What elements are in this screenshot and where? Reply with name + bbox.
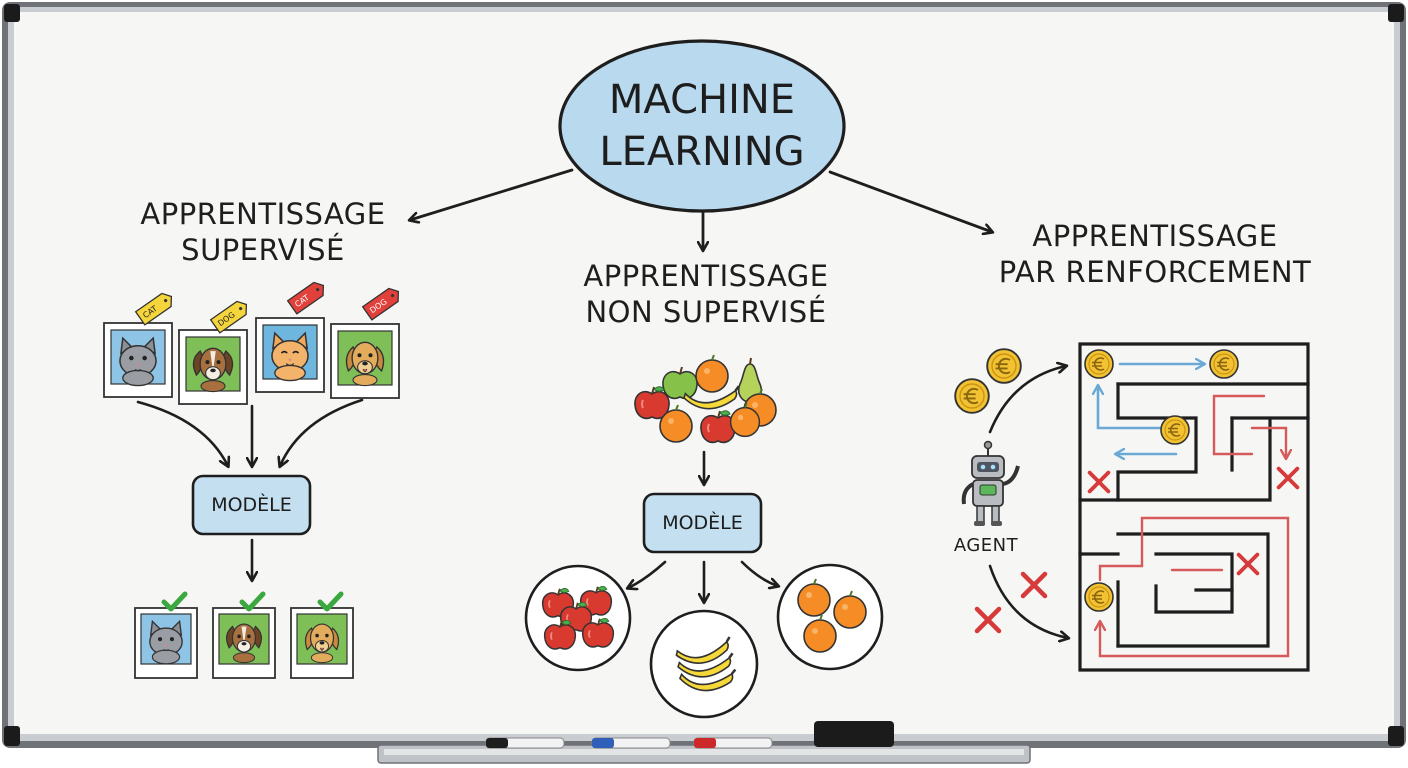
- agent-label: AGENT: [953, 535, 1019, 556]
- title-bubble: [558, 39, 846, 213]
- cluster-oranges: [776, 563, 884, 671]
- cat-photo-icon: [103, 322, 173, 398]
- tag-dog: DOG: [361, 287, 400, 321]
- euro-coin-icon: [1084, 582, 1114, 612]
- eraser[interactable]: [814, 721, 894, 747]
- page-title: MACHINE LEARNING: [560, 74, 844, 178]
- cluster-bananas: [649, 609, 759, 719]
- main-arrows: [410, 168, 992, 250]
- tag-cat: CAT: [134, 292, 173, 326]
- cat-photo-icon: [134, 594, 198, 679]
- supervised-model-label: MODÈLE: [211, 494, 292, 516]
- supervised-heading: APPRENTISSAGE SUPERVISÉ: [140, 197, 386, 268]
- unsupervised-model-label: MODÈLE: [662, 512, 743, 534]
- supervised-model-box: [191, 474, 312, 536]
- euro-coin-icon: [954, 378, 990, 414]
- dog-photo-icon: [290, 594, 354, 679]
- supervised-arrows: [136, 398, 364, 580]
- title-line-2: LEARNING: [599, 129, 805, 175]
- label-tags: CAT DOG CAT DOG: [134, 281, 400, 334]
- dog-photo-icon: [178, 329, 248, 405]
- dog-photo-icon: [212, 594, 276, 679]
- euro-coin-icon: [1160, 415, 1190, 445]
- title-line-1: MACHINE: [608, 77, 796, 123]
- tag-cat: CAT: [286, 281, 325, 315]
- robot-icon: [961, 440, 1020, 526]
- marker-blue[interactable]: [591, 737, 671, 749]
- euro-coin-icon: [1084, 349, 1114, 379]
- cat-photo-icon: [255, 317, 325, 393]
- supervised-output-photos: [134, 594, 354, 679]
- marker-red[interactable]: [693, 737, 773, 749]
- euro-coin-icon: [1209, 349, 1239, 379]
- unsupervised-model-box: [642, 492, 763, 554]
- dog-photo-icon: [330, 323, 400, 399]
- euro-coin-icon: [986, 348, 1022, 384]
- marker-black[interactable]: [485, 737, 565, 749]
- agent-arrows: [988, 366, 1068, 638]
- fail-paths: [1100, 394, 1288, 658]
- success-path: [1098, 364, 1204, 454]
- cluster-apples: [524, 564, 632, 672]
- tag-dog: DOG: [209, 300, 248, 334]
- supervised-input-photos: [103, 317, 400, 405]
- reinforcement-heading: APPRENTISSAGE PAR RENFORCEMENT: [998, 219, 1312, 290]
- unsupervised-heading: APPRENTISSAGE NON SUPERVISÉ: [583, 259, 829, 330]
- unsupervised-arrows: [628, 450, 778, 602]
